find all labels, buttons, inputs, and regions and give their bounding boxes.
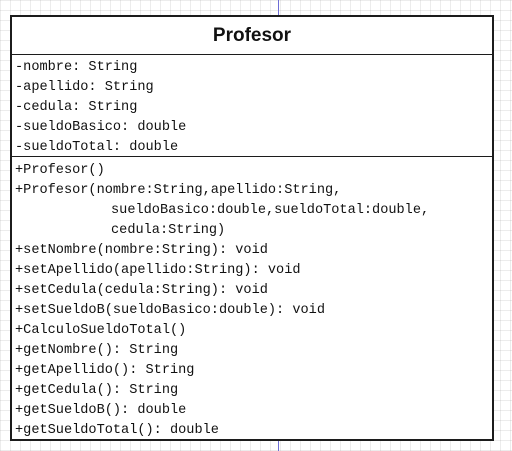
operation-row-continuation: sueldoBasico:double,sueldoTotal:double, — [111, 203, 430, 218]
operation-row: +setNombre(nombre:String): void — [15, 243, 268, 258]
attributes-section: -nombre: String -apellido: String -cedul… — [12, 55, 492, 157]
class-header: Profesor — [12, 17, 492, 55]
operation-row-continuation: cedula:String) — [111, 223, 226, 238]
attribute-row: -nombre: String — [15, 60, 138, 75]
operation-row: +getCedula(): String — [15, 383, 179, 398]
class-name: Profesor — [212, 24, 292, 46]
operation-row: +getSueldoB(): double — [15, 403, 187, 418]
operation-row: +Profesor() — [15, 163, 105, 178]
operation-row: +CalculoSueldoTotal() — [15, 323, 187, 338]
attribute-row: -sueldoTotal: double — [15, 140, 179, 155]
attribute-row: -apellido: String — [15, 80, 154, 95]
operation-row: +setSueldoB(sueldoBasico:double): void — [15, 303, 325, 318]
operation-row: +Profesor(nombre:String,apellido:String, — [15, 183, 342, 198]
operation-row: +getNombre(): String — [15, 343, 179, 358]
operations-section: +Profesor() +Profesor(nombre:String,apel… — [12, 157, 492, 441]
operation-row: +setApellido(apellido:String): void — [15, 263, 301, 278]
uml-class-box[interactable]: Profesor -nombre: String -apellido: Stri… — [10, 15, 494, 441]
attribute-row: -cedula: String — [15, 100, 138, 115]
operation-row: +getSueldoTotal(): double — [15, 423, 219, 438]
operation-row: +setCedula(cedula:String): void — [15, 283, 268, 298]
operation-row: +getApellido(): String — [15, 363, 195, 378]
attribute-row: -sueldoBasico: double — [15, 120, 187, 135]
